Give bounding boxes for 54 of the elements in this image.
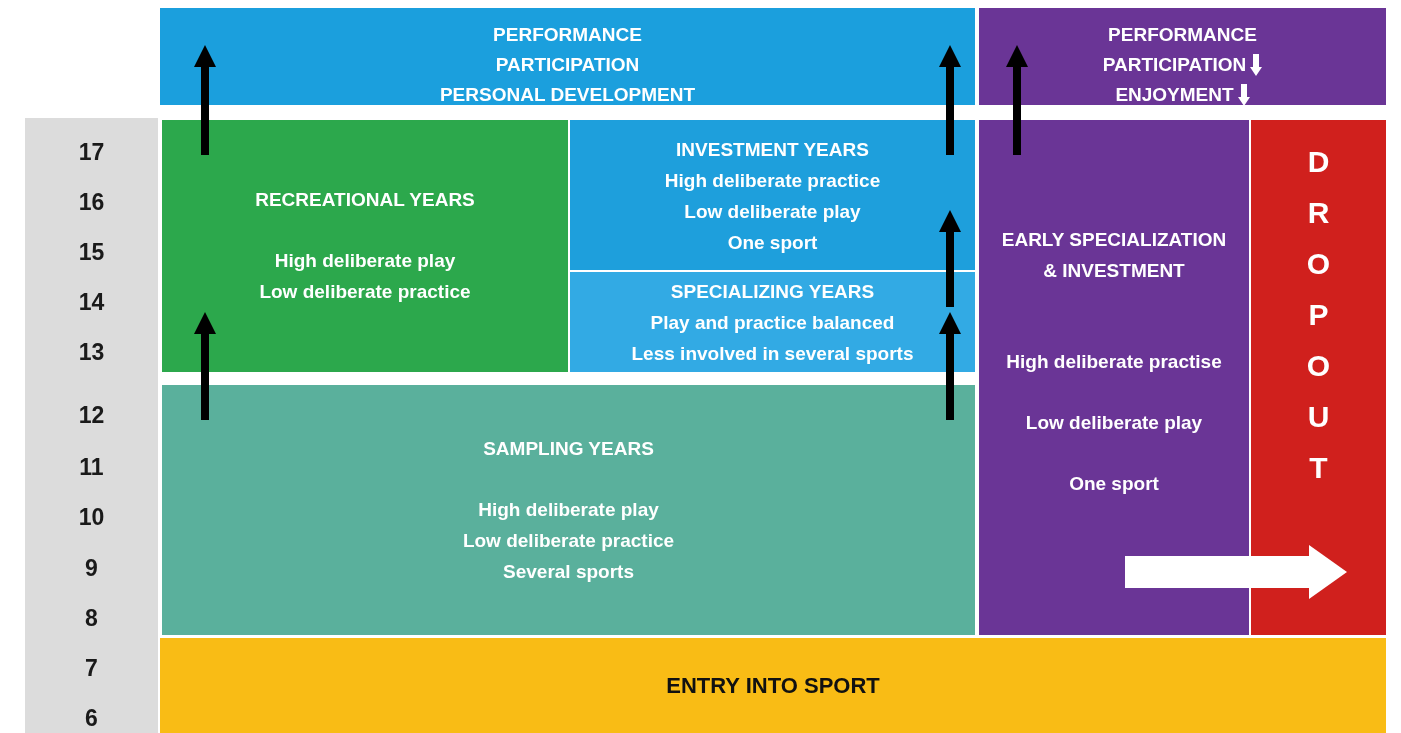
stage-text: One sport xyxy=(1069,472,1159,496)
arrow xyxy=(1006,45,1028,155)
age-label: 17 xyxy=(77,138,106,166)
stage-box xyxy=(979,8,1386,105)
stage-text: Play and practice balanced xyxy=(650,311,895,335)
stage-box xyxy=(162,385,975,635)
arrow xyxy=(1125,545,1347,599)
stage-box xyxy=(160,8,975,105)
stage-text: PERSONAL DEVELOPMENT xyxy=(439,83,696,107)
stage-text: High deliberate practice xyxy=(664,169,881,193)
stage-text: Low deliberate play xyxy=(1025,411,1203,435)
stage-title: SPECIALIZING YEARS xyxy=(670,280,875,304)
age-label: 11 xyxy=(78,453,105,481)
stage-text: Low deliberate practice xyxy=(259,280,471,304)
stage-title: PERFORMANCE xyxy=(493,23,642,47)
stage-title: EARLY SPECIALIZATION & INVESTMENT xyxy=(1000,228,1228,283)
stage-box xyxy=(1251,120,1386,635)
stage-label: DROPOUT xyxy=(1305,144,1332,486)
stage-title: INVESTMENT YEARS xyxy=(676,138,869,162)
age-label: 12 xyxy=(77,401,106,429)
stage-text: ENJOYMENT xyxy=(1115,83,1234,107)
arrow xyxy=(194,45,216,155)
stage-box xyxy=(570,120,975,270)
stage-text: High deliberate play xyxy=(478,498,659,522)
stage-text: One sport xyxy=(727,231,818,255)
stage-text: Several sports xyxy=(503,560,634,584)
stage-text: High deliberate practise xyxy=(1006,350,1222,374)
age-label: 9 xyxy=(84,554,99,582)
stage-text: PARTICIPATION xyxy=(495,53,640,77)
arrow xyxy=(939,45,961,155)
age-label: 10 xyxy=(77,503,106,531)
age-label: 13 xyxy=(77,338,106,366)
stage-box xyxy=(570,272,975,372)
arrow xyxy=(939,210,961,307)
age-label: 14 xyxy=(77,288,106,316)
stage-box xyxy=(162,120,568,372)
stage-title: ENTRY INTO SPORT xyxy=(666,672,880,700)
arrow xyxy=(194,312,216,420)
age-label: 16 xyxy=(77,188,106,216)
age-label: 6 xyxy=(84,704,99,732)
stage-box xyxy=(979,120,1249,635)
stage-text: Low deliberate play xyxy=(684,200,861,224)
arrow xyxy=(939,312,961,420)
stage-title: PERFORMANCE xyxy=(1108,23,1257,47)
stage-text: Low deliberate practice xyxy=(462,529,675,553)
age-label: 15 xyxy=(77,238,106,266)
stage-title: SAMPLING YEARS xyxy=(483,437,654,461)
age-label: 7 xyxy=(84,654,99,682)
stage-box xyxy=(160,638,1386,733)
stage-text: High deliberate play xyxy=(274,249,456,273)
age-label: 8 xyxy=(84,604,99,632)
stage-text: Less involved in several sports xyxy=(631,342,914,366)
stage-title: RECREATIONAL YEARS xyxy=(255,188,475,212)
stage-text: PARTICIPATION xyxy=(1102,53,1247,77)
